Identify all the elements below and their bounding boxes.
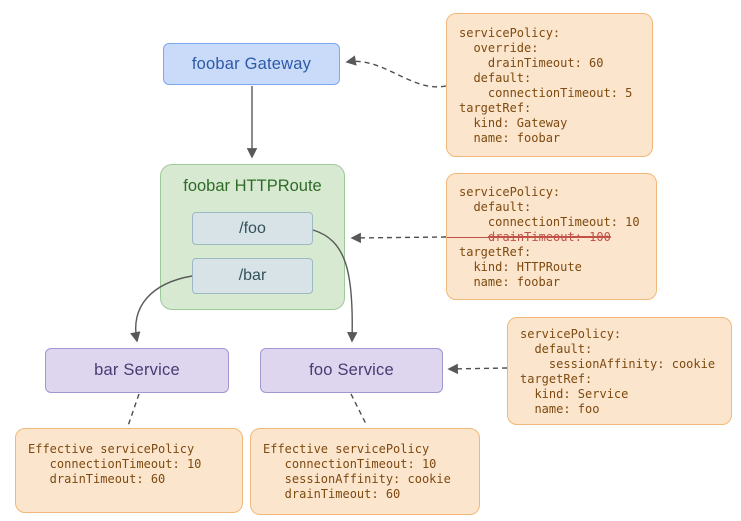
route-policy-box: servicePolicy: default: connectionTimeou… [446, 173, 657, 300]
yaml-line: targetRef: [459, 101, 532, 115]
route-foo-label: /foo [239, 219, 266, 237]
effective-policy-bar-box: Effective servicePolicy connectionTimeou… [15, 428, 243, 513]
yaml-line: default: [459, 71, 532, 85]
yaml-line: sessionAffinity: cookie [263, 472, 451, 486]
yaml-line: drainTimeout: 60 [263, 487, 401, 501]
yaml-line: servicePolicy: [459, 185, 561, 199]
effective-policy-foo-box: Effective servicePolicy connectionTimeou… [250, 428, 480, 515]
yaml-line: kind: Service [520, 387, 629, 401]
yaml-line: default: [520, 342, 593, 356]
yaml-line: Effective servicePolicy [28, 442, 195, 456]
yaml-line: targetRef: [459, 245, 532, 259]
edge-route-policy-to-httproute [350, 232, 447, 244]
route-bar-node: /bar [192, 258, 313, 294]
gateway-policy-box: servicePolicy: override: drainTimeout: 6… [446, 13, 653, 157]
yaml-line: connectionTimeout: 10 [28, 457, 202, 471]
edge-service-policy-to-foo-service [447, 363, 508, 375]
edge-bar-service-to-effective [127, 393, 140, 427]
yaml-line: drainTimeout: 60 [459, 56, 604, 70]
yaml-line: name: foobar [459, 275, 561, 289]
yaml-line: kind: HTTPRoute [459, 260, 582, 274]
gateway-node: foobar Gateway [163, 43, 340, 85]
service-policy-box: servicePolicy: default: sessionAffinity:… [507, 317, 732, 425]
httproute-label: foobar HTTPRoute [183, 177, 322, 195]
foo-service-node: foo Service [260, 348, 443, 393]
strike-line [447, 236, 488, 239]
yaml-line: Effective servicePolicy [263, 442, 430, 456]
gateway-label: foobar Gateway [191, 54, 312, 73]
yaml-line: servicePolicy: [459, 26, 561, 40]
yaml-line: name: foo [520, 402, 600, 416]
yaml-line: kind: Gateway [459, 116, 568, 130]
route-foo-node: /foo [192, 212, 313, 245]
bar-service-node: bar Service [45, 348, 229, 393]
yaml-line: targetRef: [520, 372, 593, 386]
yaml-line: name: foobar [459, 131, 561, 145]
foo-service-label: foo Service [309, 361, 394, 379]
route-bar-label: /bar [238, 267, 267, 284]
struck-text: drainTimeout: 100 [488, 230, 611, 244]
edge-gateway-policy-to-gateway [345, 55, 447, 88]
overridden-yaml-line: drainTimeout: 100 [447, 230, 644, 245]
bar-service-label: bar Service [94, 361, 180, 379]
yaml-line: connectionTimeout: 10 [459, 215, 640, 229]
yaml-line: drainTimeout: 60 [28, 472, 166, 486]
yaml-line: connectionTimeout: 5 [459, 86, 633, 100]
yaml-line: override: [459, 41, 539, 55]
edge-foo-service-to-effective [350, 393, 368, 427]
yaml-line: connectionTimeout: 10 [263, 457, 437, 471]
yaml-line: default: [459, 200, 532, 214]
yaml-line: sessionAffinity: cookie [520, 357, 716, 371]
yaml-line: servicePolicy: [520, 327, 622, 341]
